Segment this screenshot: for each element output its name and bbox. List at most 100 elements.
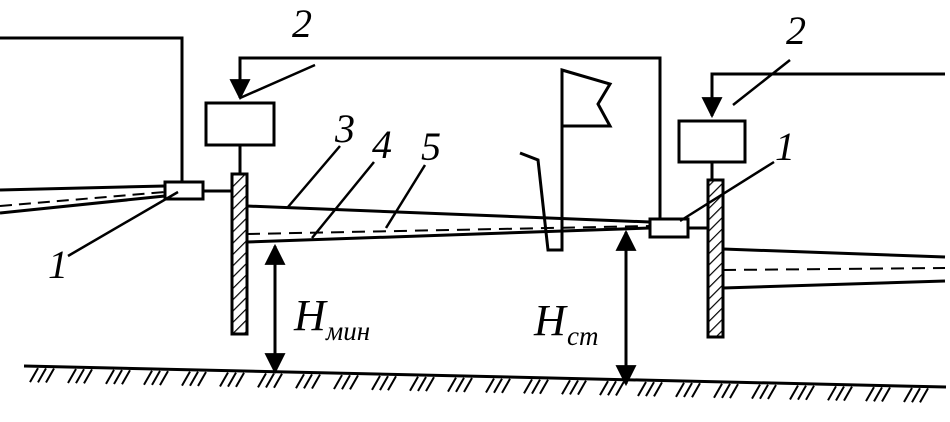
- ground-hatch-stroke: [37, 367, 47, 383]
- ground-hatch-stroke: [303, 373, 313, 389]
- ground-hatch-stroke: [219, 371, 229, 387]
- ground-hatch-stroke: [113, 369, 123, 385]
- ground-hatch-stroke: [121, 369, 131, 385]
- ground-hatch-stroke: [797, 385, 807, 401]
- ground-hatch-stroke: [881, 387, 891, 403]
- ground-hatch-stroke: [751, 384, 761, 400]
- ground-hatch-stroke: [721, 383, 731, 399]
- left-cable-axis: [0, 191, 166, 207]
- ground-hatch-stroke: [713, 383, 723, 399]
- right-span: [722, 247, 946, 290]
- ground-hatch-stroke: [523, 378, 533, 394]
- ground-hatch-stroke: [387, 375, 397, 391]
- ground-hatch-stroke: [827, 385, 837, 401]
- label-1-right: 1: [775, 124, 795, 169]
- ground-hatch-stroke: [865, 386, 875, 402]
- ground-hatch-stroke: [341, 374, 351, 390]
- ground-hatch-stroke: [843, 386, 853, 402]
- right-cable-upper: [722, 247, 946, 259]
- ground-hatch-stroke: [653, 381, 663, 397]
- ground-hatch-stroke: [561, 379, 571, 395]
- h-st-subscript: ст: [567, 321, 598, 351]
- label-5: 5: [421, 124, 441, 169]
- left-cable-upper: [0, 184, 166, 192]
- ground-hatch-stroke: [607, 380, 617, 396]
- ground-hatch-stroke: [919, 387, 929, 403]
- ground-hatch-stroke: [181, 371, 191, 387]
- ground-line: [23, 364, 947, 389]
- left-span: [0, 36, 184, 215]
- ground-hatch-stroke: [45, 368, 55, 383]
- right-cable-axis: [722, 267, 946, 271]
- flag-gauge: [519, 68, 613, 252]
- ground-hatch-stroke: [759, 384, 769, 400]
- ground-hatch-stroke: [311, 374, 321, 390]
- ground-hatch-stroke: [425, 376, 435, 392]
- ground-hatch-stroke: [683, 382, 693, 398]
- unit-2-right: [677, 119, 747, 164]
- ground-hatch-stroke: [691, 382, 701, 398]
- ground-hatch-stroke: [767, 384, 777, 400]
- ground-hatch-stroke: [257, 372, 267, 388]
- label-4: 4: [372, 122, 392, 167]
- ground-hatch-stroke: [83, 368, 93, 384]
- leader-2-left: [239, 63, 316, 100]
- ground-hatch-stroke: [577, 380, 587, 396]
- left-pole: [230, 172, 249, 336]
- ground-hatch-stroke: [729, 383, 739, 399]
- ground-hatch-stroke: [295, 373, 305, 389]
- left-cable-lower: [0, 194, 166, 215]
- cable-3-upper: [246, 204, 651, 224]
- ground-hatch-stroke: [873, 386, 883, 402]
- ground-hatch-stroke: [151, 370, 161, 386]
- ground-hatch-stroke: [143, 370, 153, 386]
- ground-hatch-stroke: [569, 379, 579, 395]
- ground-hatch-stroke: [615, 380, 625, 396]
- label-2-left: 2: [292, 1, 312, 46]
- h-min-label: H: [293, 291, 328, 340]
- ground-hatch-stroke: [501, 378, 511, 394]
- ground-hatch-stroke: [463, 377, 473, 393]
- leader-5: [384, 164, 427, 229]
- h-min-subscript: мин: [325, 316, 370, 346]
- ground-hatch-stroke: [379, 375, 389, 391]
- ground-hatch-stroke: [485, 378, 495, 394]
- leader-1-right: [679, 160, 775, 223]
- ground-hatch-stroke: [675, 382, 685, 398]
- ground-hatch-stroke: [599, 380, 609, 396]
- ground-hatch-stroke: [493, 378, 503, 394]
- ground-hatch-stroke: [67, 368, 77, 384]
- ground-hatch-stroke: [789, 384, 799, 400]
- ground-hatch-stroke: [333, 374, 343, 390]
- cable-4-lower: [246, 226, 651, 244]
- ground-hatch-stroke: [29, 367, 39, 383]
- gauge-bracket: [519, 70, 564, 252]
- flag-icon: [560, 68, 613, 128]
- leader-1-left: [67, 190, 179, 258]
- ground-hatch-stroke: [911, 387, 921, 403]
- ground-hatch-stroke: [349, 374, 359, 390]
- right-cable-lower: [722, 279, 946, 290]
- ground-hatch-stroke: [197, 371, 207, 387]
- ground-hatch-stroke: [531, 379, 541, 395]
- signal-line-to-right-unit: [701, 72, 945, 119]
- ground-hatch-stroke: [75, 368, 85, 384]
- main-span: [246, 204, 651, 244]
- ground-hatch-stroke: [903, 387, 913, 403]
- ground-hatch-stroke: [447, 377, 457, 393]
- ground-hatch-stroke: [159, 370, 169, 386]
- label-1-left: 1: [48, 242, 68, 287]
- label-3: 3: [334, 106, 355, 151]
- sensor-1-right: [648, 217, 690, 239]
- ground-hatch-stroke: [835, 385, 845, 401]
- ground-hatch-stroke: [189, 371, 199, 387]
- ground-hatch-stroke: [645, 381, 655, 397]
- leader-4: [311, 161, 375, 239]
- ground-hatch-stroke: [455, 377, 465, 393]
- ground-hatch-stroke: [227, 372, 237, 388]
- signal-line-to-left-unit: [229, 56, 662, 222]
- label-2-right: 2: [786, 8, 806, 53]
- ground-hatch-stroke: [409, 376, 419, 392]
